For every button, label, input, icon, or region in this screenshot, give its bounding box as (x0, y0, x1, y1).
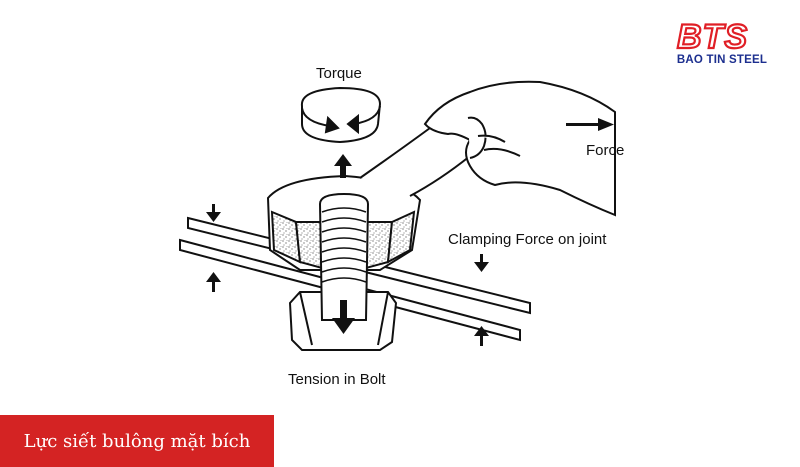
clamp-arrow-top-right (474, 254, 489, 272)
torque-label: Torque (316, 65, 362, 82)
hand (423, 80, 616, 217)
clamping-force-label: Clamping Force on joint (448, 231, 607, 248)
logo-mark: BTS (677, 18, 748, 56)
tension-label: Tension in Bolt (288, 371, 386, 388)
clamp-arrow-bottom-left (206, 272, 221, 292)
clamp-arrow-bottom-right (474, 326, 489, 346)
logo-name: BAO TIN STEEL (676, 54, 768, 66)
force-label: Force (586, 142, 624, 159)
caption-text: Lực siết bulông mặt bích (23, 430, 251, 452)
tension-down-arrow (332, 300, 355, 334)
torque-up-arrow (334, 154, 352, 178)
bts-logo: BTS (676, 17, 748, 57)
bolt-shaft (318, 192, 370, 321)
torque-rotation-icon (300, 86, 382, 144)
caption-banner: Lực siết bulông mặt bích (0, 415, 274, 467)
clamp-arrow-top-left (206, 204, 221, 222)
force-arrow (566, 118, 614, 131)
